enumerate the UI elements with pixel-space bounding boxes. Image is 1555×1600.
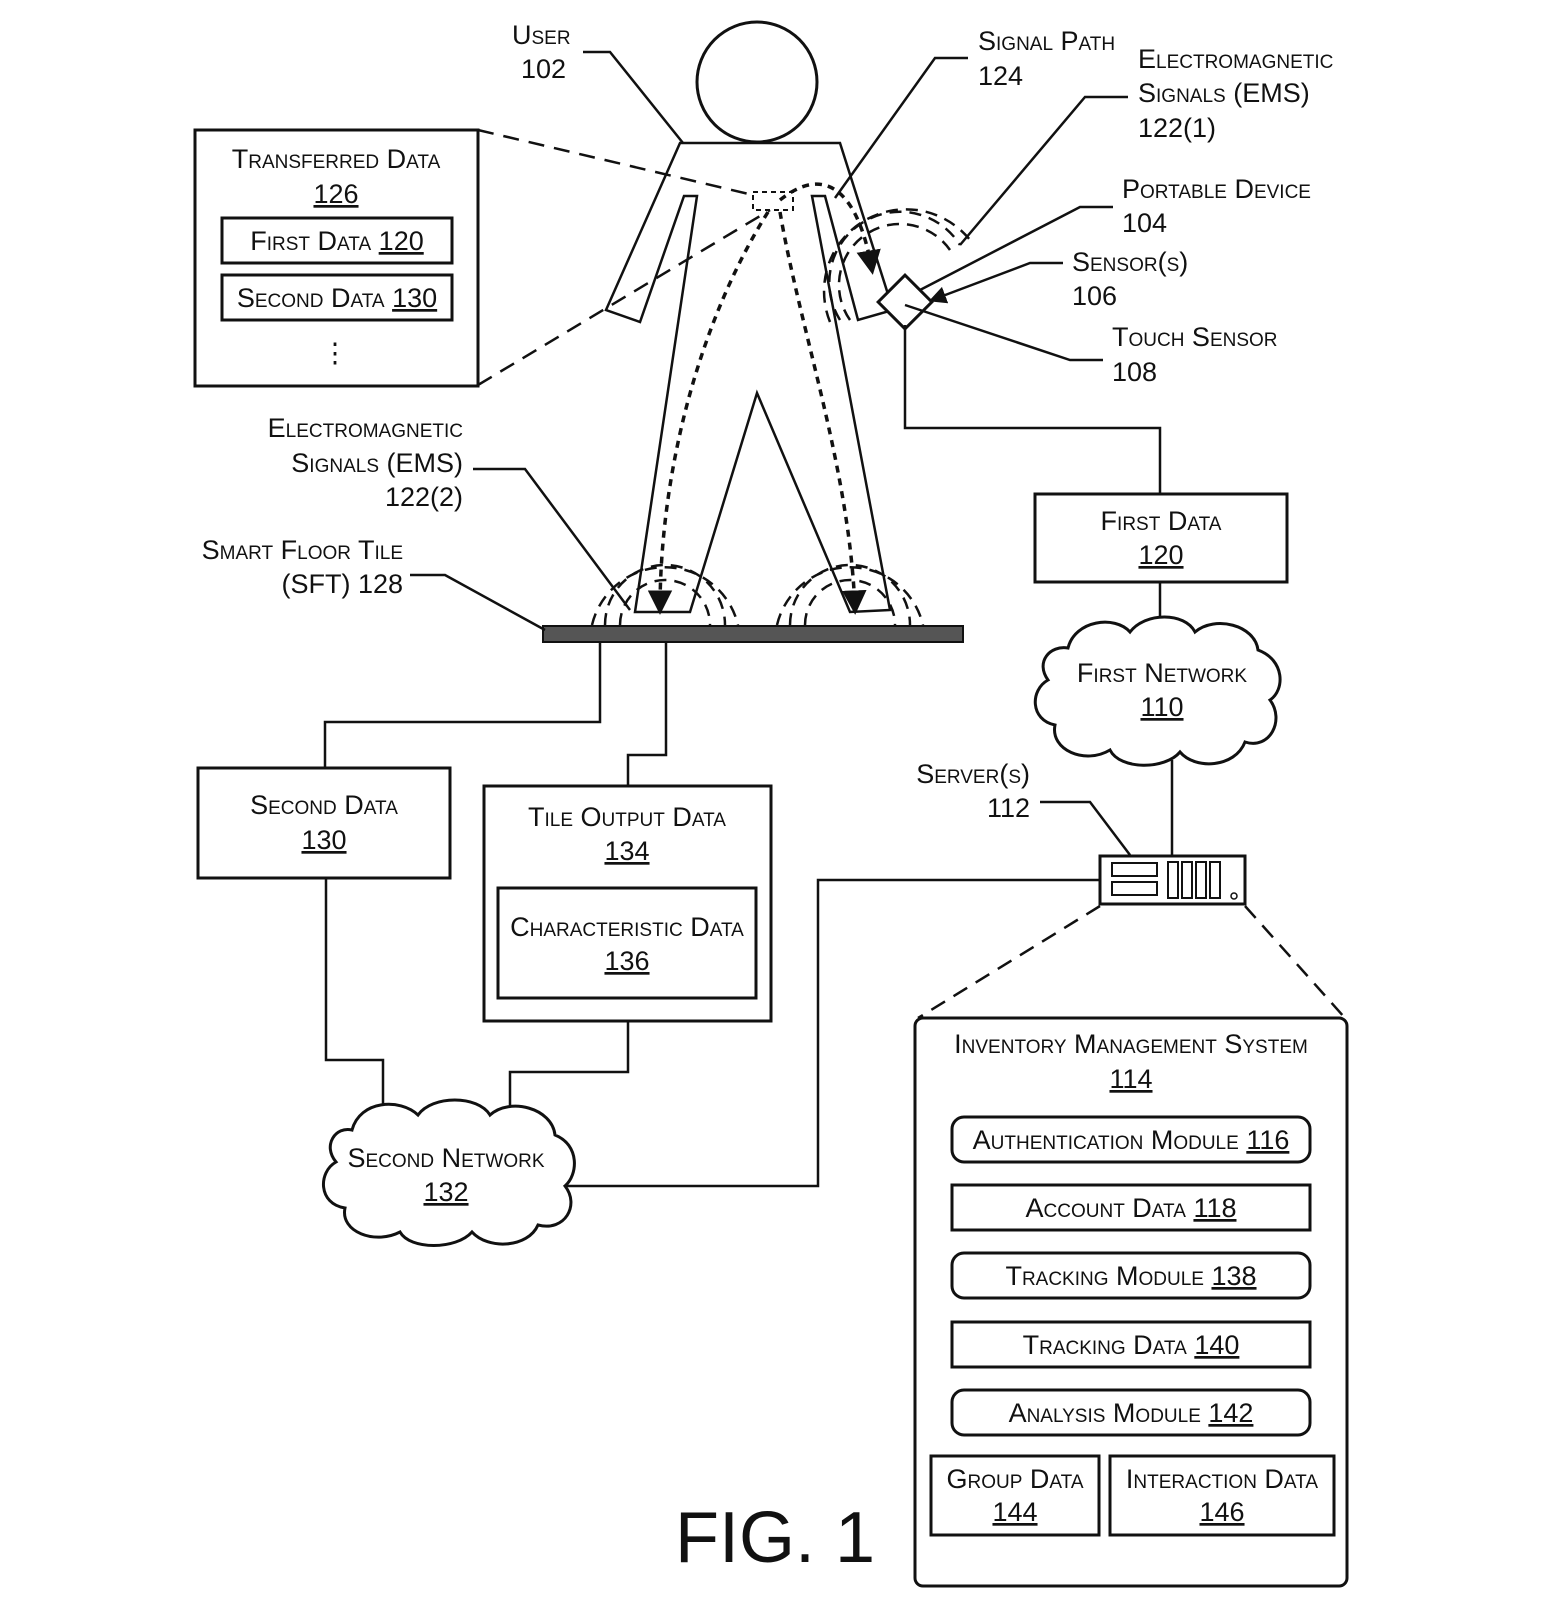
transferred-data-zoom-bottom bbox=[477, 208, 771, 387]
tile-output-to-network-link bbox=[508, 1021, 630, 1112]
first-network-ref: 110 bbox=[1140, 692, 1183, 722]
user-head bbox=[695, 20, 819, 144]
transferred-item-first-data: First Data 120 bbox=[250, 226, 423, 256]
second-data-label: Second Data bbox=[250, 790, 398, 820]
ems1-line2: Signals (EMS) bbox=[1138, 78, 1310, 108]
signal-path-right-leg bbox=[778, 211, 867, 615]
tile-to-tile-output-link bbox=[626, 642, 668, 786]
svg-text:Tracking Module 138: Tracking Module 138 bbox=[1005, 1261, 1256, 1291]
ems2-waves bbox=[590, 563, 925, 626]
ems2-line1: Electromagnetic bbox=[268, 413, 463, 443]
portable-device-leader bbox=[919, 205, 1113, 292]
servers-ref: 112 bbox=[987, 793, 1030, 823]
sft-line2: (SFT) 128 bbox=[281, 569, 403, 599]
second-data-box: Second Data 130 bbox=[196, 766, 452, 880]
inventory-management-system: Inventory Management System 114 Authenti… bbox=[913, 1016, 1349, 1588]
svg-text:Authentication Module 116: Authentication Module 116 bbox=[973, 1125, 1290, 1155]
sensors-label: Sensor(s) bbox=[1072, 247, 1188, 277]
ellipsis: ⋮ bbox=[322, 338, 349, 368]
user-leader bbox=[583, 50, 684, 144]
user-label: User bbox=[512, 20, 571, 50]
ems1-leader bbox=[959, 95, 1128, 246]
user-body-outline bbox=[604, 141, 895, 614]
server-zoom-left bbox=[917, 904, 1101, 1020]
svg-text:Characteristic Data: Characteristic Data bbox=[510, 912, 744, 942]
portable-device-ref: 104 bbox=[1122, 208, 1167, 238]
user-ref: 102 bbox=[521, 54, 566, 84]
ems2-ref: 122(2) bbox=[385, 482, 463, 512]
second-network-ref: 132 bbox=[423, 1177, 468, 1207]
server-icon bbox=[1098, 854, 1247, 906]
svg-text:146: 146 bbox=[1199, 1497, 1244, 1527]
svg-text:Account Data 118: Account Data 118 bbox=[1026, 1193, 1237, 1223]
interaction-data-box: Interaction Data 146 bbox=[1108, 1454, 1336, 1537]
module-tracking: Tracking Module 138 bbox=[950, 1251, 1312, 1300]
svg-text:136: 136 bbox=[604, 946, 649, 976]
second-network-label: Second Network bbox=[347, 1143, 544, 1173]
svg-text:Group Data: Group Data bbox=[946, 1464, 1083, 1494]
servers-label: Server(s) bbox=[916, 759, 1030, 789]
user-figure bbox=[604, 20, 895, 614]
first-network-cloud: First Network 110 bbox=[1033, 615, 1282, 767]
first-data-label: First Data bbox=[1101, 506, 1222, 536]
ems1-waves bbox=[822, 208, 971, 323]
portable-device bbox=[876, 273, 934, 331]
touch-sensor-label: Touch Sensor bbox=[1112, 322, 1278, 352]
servers-leader bbox=[1040, 800, 1131, 856]
svg-text:Analysis Module 142: Analysis Module 142 bbox=[1009, 1398, 1254, 1428]
ems1-line1: Electromagnetic bbox=[1138, 44, 1333, 74]
sensors-ref: 106 bbox=[1072, 281, 1117, 311]
device-to-first-data-link bbox=[903, 325, 1162, 494]
module-account-data: Account Data 118 bbox=[950, 1183, 1312, 1232]
module-tracking-data: Tracking Data 140 bbox=[950, 1320, 1312, 1369]
signal-path-label: Signal Path bbox=[978, 26, 1115, 56]
module-authentication: Authentication Module 116 bbox=[950, 1115, 1312, 1164]
touch-sensor-ref: 108 bbox=[1112, 357, 1157, 387]
signal-path-ref: 124 bbox=[978, 61, 1023, 91]
transferred-data-zoom-top bbox=[477, 128, 754, 197]
sensors-leader bbox=[928, 261, 1063, 304]
server-zoom-right bbox=[1244, 905, 1346, 1019]
tile-to-second-data-link bbox=[323, 642, 602, 768]
transferred-data-title: Transferred Data bbox=[232, 144, 441, 174]
tile-output-label: Tile Output Data bbox=[528, 802, 726, 832]
ims-ref: 114 bbox=[1109, 1064, 1152, 1094]
signal-path-leader bbox=[833, 56, 968, 199]
chest-data-marker bbox=[752, 191, 794, 211]
transferred-data-box: Transferred Data 126 First Data 120 Seco… bbox=[193, 128, 480, 388]
ems2-line2: Signals (EMS) bbox=[291, 448, 463, 478]
second-data-to-network-link bbox=[324, 878, 385, 1112]
module-analysis: Analysis Module 142 bbox=[950, 1388, 1312, 1437]
first-data-ref: 120 bbox=[1138, 540, 1183, 570]
ems2-leader bbox=[473, 467, 632, 611]
svg-text:144: 144 bbox=[992, 1497, 1037, 1527]
transferred-item-second-data: Second Data 130 bbox=[237, 283, 437, 313]
tile-output-ref: 134 bbox=[604, 836, 649, 866]
figure-title: FIG. 1 bbox=[675, 1498, 875, 1578]
transferred-data-ref: 126 bbox=[313, 179, 358, 209]
second-data-ref: 130 bbox=[301, 825, 346, 855]
server-to-second-network-link bbox=[565, 878, 1100, 1188]
sft-line1: Smart Floor Tile bbox=[202, 535, 403, 565]
tile-output-data-box: Tile Output Data 134 Characteristic Data… bbox=[482, 784, 773, 1023]
first-data-box: First Data 120 bbox=[1033, 492, 1289, 584]
portable-device-label: Portable Device bbox=[1122, 174, 1311, 204]
signal-path-left-leg bbox=[647, 211, 770, 615]
sft-leader bbox=[410, 573, 546, 632]
second-network-cloud: Second Network 132 bbox=[321, 1098, 576, 1247]
ims-title: Inventory Management System bbox=[954, 1029, 1308, 1059]
group-data-box: Group Data 144 bbox=[929, 1454, 1101, 1537]
first-network-label: First Network bbox=[1077, 658, 1247, 688]
characteristic-data-box: Characteristic Data 136 bbox=[496, 886, 758, 1000]
signal-path-to-device bbox=[778, 182, 881, 275]
touch-sensor-leader bbox=[904, 303, 1103, 362]
svg-text:Tracking Data 140: Tracking Data 140 bbox=[1023, 1330, 1240, 1360]
smart-floor-tile bbox=[542, 625, 964, 643]
ems1-ref: 122(1) bbox=[1138, 113, 1216, 143]
svg-text:Interaction Data: Interaction Data bbox=[1126, 1464, 1318, 1494]
